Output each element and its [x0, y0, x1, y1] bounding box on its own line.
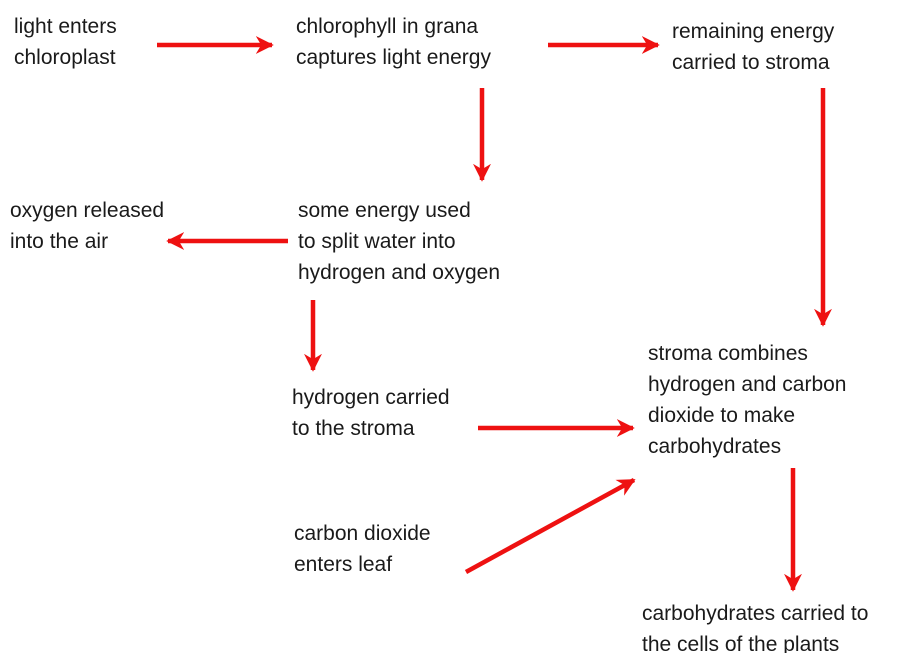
- node-text-line: oxygen released: [10, 199, 165, 222]
- node-text-line: to split water into: [298, 230, 456, 253]
- node-text-line: into the air: [10, 230, 109, 253]
- node-text-line: stroma combines: [648, 342, 808, 365]
- node-light-enters: light enters chloroplast: [14, 11, 117, 73]
- arrow-carbon-dioxide-to-stroma: [464, 478, 636, 574]
- node-text-line: chlorophyll in grana: [296, 15, 479, 38]
- node-text-line: captures light energy: [296, 46, 491, 69]
- node-text-line: enters leaf: [294, 553, 393, 576]
- node-text-line: to the stroma: [292, 417, 415, 440]
- node-carbon-dioxide: carbon dioxide enters leaf: [294, 518, 431, 580]
- node-text-line: carbon dioxide: [294, 522, 431, 545]
- node-oxygen-released: oxygen released into the air: [10, 195, 164, 257]
- node-text-line: carried to stroma: [672, 51, 830, 74]
- node-text-line: hydrogen and carbon: [648, 373, 847, 396]
- node-carbohydrates-carried: carbohydrates carried to the cells of th…: [642, 598, 868, 653]
- node-text-line: hydrogen carried: [292, 386, 450, 409]
- node-text-line: carbohydrates: [648, 435, 782, 458]
- node-text-line: remaining energy: [672, 20, 835, 43]
- node-split-water: some energy used to split water into hyd…: [298, 195, 500, 288]
- node-text-line: dioxide to make: [648, 404, 796, 427]
- node-text-line: hydrogen and oxygen: [298, 261, 500, 284]
- node-text-line: some energy used: [298, 199, 471, 222]
- node-chlorophyll: chlorophyll in grana captures light ener…: [296, 11, 491, 73]
- node-remaining-energy: remaining energy carried to stroma: [672, 16, 834, 78]
- node-hydrogen-carried: hydrogen carried to the stroma: [292, 382, 450, 444]
- node-text-line: the cells of the plants: [642, 633, 840, 653]
- node-text-line: carbohydrates carried to: [642, 602, 869, 625]
- node-text-line: chloroplast: [14, 46, 116, 69]
- node-text-line: light enters: [14, 15, 117, 38]
- node-stroma-combines: stroma combines hydrogen and carbon diox…: [648, 338, 847, 462]
